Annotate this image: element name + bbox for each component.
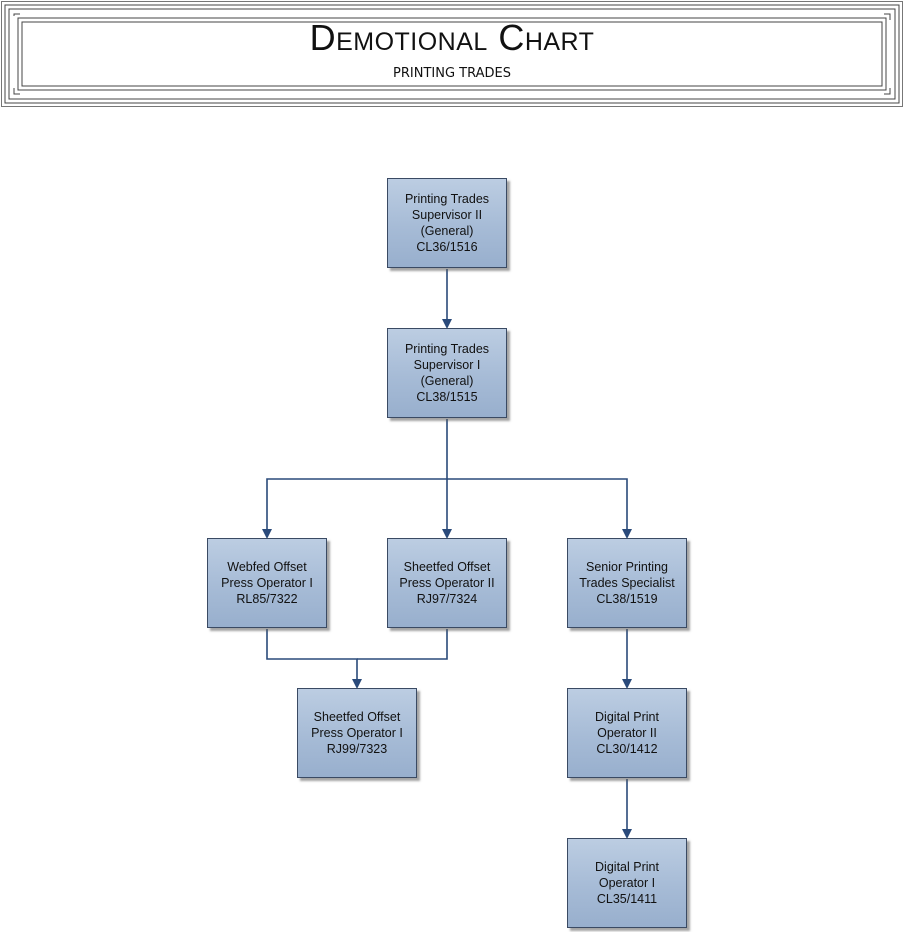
node-line: Press Operator I bbox=[221, 576, 313, 590]
node-line: Webfed Offset bbox=[227, 560, 307, 574]
node-line: CL30/1412 bbox=[596, 742, 658, 756]
connector-n2-n3 bbox=[262, 419, 448, 539]
node-line: CL35/1411 bbox=[596, 892, 658, 906]
node-digital-print-operator-ii[interactable]: Digital Print Operator II CL30/1412 bbox=[567, 688, 687, 778]
node-line: RJ99/7323 bbox=[326, 742, 388, 756]
node-line: Printing Trades bbox=[404, 192, 490, 206]
page-subtitle: PRINTING TRADES bbox=[393, 66, 511, 81]
node-line: Trades Specialist bbox=[579, 576, 675, 590]
node-line: (General) bbox=[420, 374, 474, 388]
node-line: Operator II bbox=[597, 726, 657, 740]
node-line: (General) bbox=[420, 224, 474, 238]
node-line: Press Operator II bbox=[399, 576, 495, 590]
node-line: Printing Trades bbox=[404, 342, 490, 356]
node-line: Supervisor I bbox=[413, 358, 481, 372]
banner-frame bbox=[1, 1, 903, 107]
connector-n2-n5 bbox=[447, 478, 632, 539]
node-line: Sheetfed Offset bbox=[313, 710, 401, 724]
node-line: Operator I bbox=[598, 876, 656, 890]
connector-n4-n6 bbox=[357, 629, 448, 660]
node-line: Sheetfed Offset bbox=[403, 560, 491, 574]
node-line: Senior Printing bbox=[585, 560, 668, 574]
title-banner: Demotional Chart PRINTING TRADES bbox=[0, 0, 904, 108]
node-sheetfed-offset-press-operator-ii[interactable]: Sheetfed Offset Press Operator II RJ97/7… bbox=[387, 538, 507, 628]
node-line: Supervisor II bbox=[411, 208, 483, 222]
node-webfed-offset-press-operator-i[interactable]: Webfed Offset Press Operator I RL85/7322 bbox=[207, 538, 327, 628]
node-printing-trades-supervisor-i[interactable]: Printing Trades Supervisor I (General) C… bbox=[387, 328, 507, 418]
node-line: CL38/1515 bbox=[416, 390, 478, 404]
node-senior-printing-trades-specialist[interactable]: Senior Printing Trades Specialist CL38/1… bbox=[567, 538, 687, 628]
node-line: CL36/1516 bbox=[416, 240, 478, 254]
node-printing-trades-supervisor-ii[interactable]: Printing Trades Supervisor II (General) … bbox=[387, 178, 507, 268]
page-title: Demotional Chart bbox=[309, 17, 595, 58]
node-line: RL85/7322 bbox=[236, 592, 298, 606]
connector-n3-n6 bbox=[266, 629, 362, 689]
node-line: RJ97/7324 bbox=[416, 592, 478, 606]
node-line: Digital Print bbox=[595, 710, 659, 724]
node-line: CL38/1519 bbox=[596, 592, 658, 606]
node-line: Digital Print bbox=[595, 860, 659, 874]
node-digital-print-operator-i[interactable]: Digital Print Operator I CL35/1411 bbox=[567, 838, 687, 928]
node-line: Press Operator I bbox=[311, 726, 403, 740]
node-sheetfed-offset-press-operator-i[interactable]: Sheetfed Offset Press Operator I RJ99/73… bbox=[297, 688, 417, 778]
